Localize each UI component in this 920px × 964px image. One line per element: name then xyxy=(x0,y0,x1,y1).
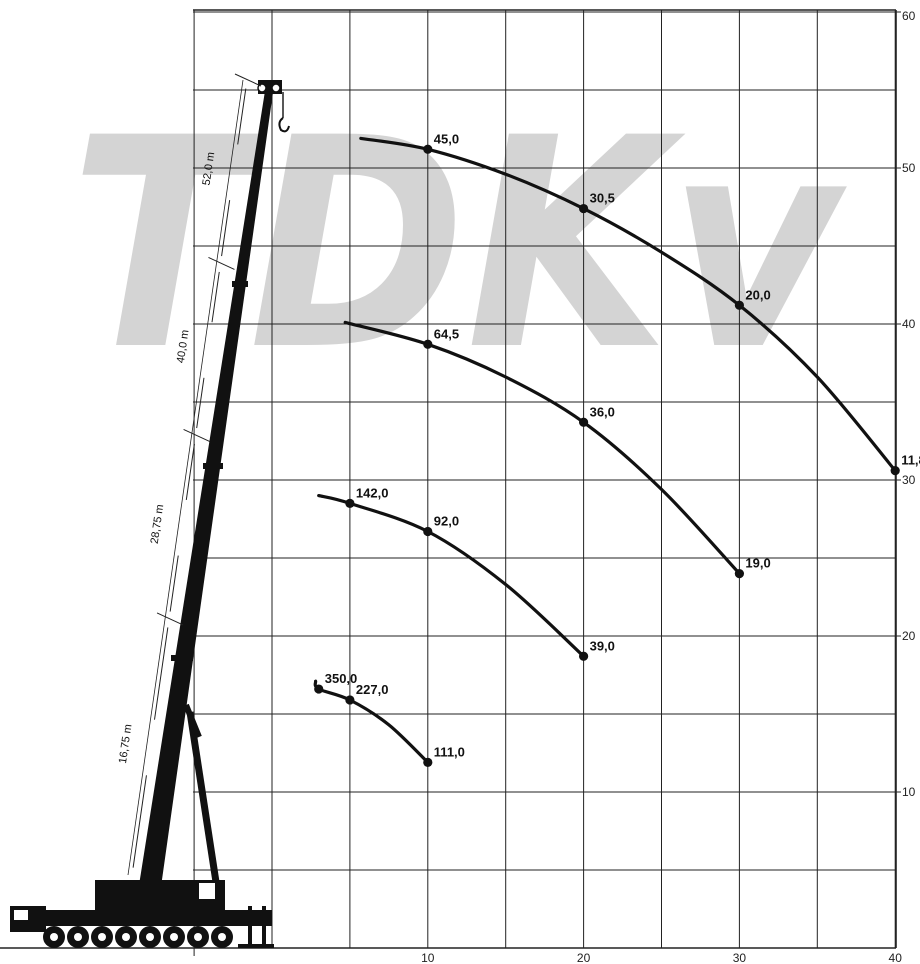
wheel-hub xyxy=(98,933,106,941)
crane-illustration xyxy=(10,80,290,948)
boom-sheave xyxy=(271,83,281,93)
capacity-label: 20,0 xyxy=(745,287,770,302)
capacity-label: 64,5 xyxy=(434,326,459,341)
capacity-label: 30,5 xyxy=(590,191,615,206)
dimension-line xyxy=(132,775,147,868)
capacity-point xyxy=(314,684,324,694)
wheel-hub xyxy=(194,933,202,941)
dimension-line xyxy=(237,88,247,145)
y-tick-label: 60 xyxy=(902,9,916,23)
dimension-line xyxy=(221,200,231,257)
luffing-cylinder xyxy=(186,711,222,896)
section-tick xyxy=(208,257,235,270)
capacity-label: 142,0 xyxy=(356,485,389,500)
cab-window xyxy=(14,910,28,920)
operator-cab xyxy=(197,881,217,901)
dimension-line xyxy=(154,627,169,720)
boom-section-label: 16,75 m xyxy=(117,723,135,764)
y-tick-label: 40 xyxy=(902,317,916,331)
section-tick xyxy=(234,73,262,87)
boom-dimension-labels: 16,75 m 28,75 m 40,0 m 52,0 m xyxy=(117,73,262,876)
outrigger-jack xyxy=(248,906,252,946)
capacity-label: 227,0 xyxy=(356,682,389,697)
capacity-point xyxy=(734,569,745,579)
wheel-hub xyxy=(122,933,130,941)
load-curve-series xyxy=(359,136,897,473)
capacity-point xyxy=(345,695,355,705)
wheel-hub xyxy=(50,933,58,941)
cylinder-head xyxy=(183,703,202,739)
capacity-label: 11,8 xyxy=(901,453,920,468)
capacity-point xyxy=(890,466,900,476)
capacity-point xyxy=(423,757,433,767)
capacity-label: 350,0 xyxy=(325,671,358,686)
dimension-line xyxy=(169,555,179,612)
section-tick xyxy=(183,429,210,442)
carrier-frame xyxy=(10,910,272,926)
capacity-point xyxy=(423,526,433,537)
load-curve-series xyxy=(343,320,741,576)
x-tick-label: 20 xyxy=(577,951,591,964)
outrigger-jack xyxy=(262,906,266,946)
x-tick-label: 30 xyxy=(733,951,747,964)
capacity-point xyxy=(345,498,355,508)
capacity-point xyxy=(423,144,433,154)
capacity-point xyxy=(579,651,589,661)
boom-section-label: 40,0 m xyxy=(175,329,192,364)
boom-section-collar xyxy=(171,655,193,661)
capacity-labels: 45,0 30,5 20,0 11,8 64,5 36,0 19,0 142,0 92,0 39,… xyxy=(314,131,920,767)
y-tick-label: 50 xyxy=(902,161,916,175)
capacity-label: 45,0 xyxy=(434,131,459,146)
capacity-point xyxy=(579,203,589,214)
wheel-hub xyxy=(170,933,178,941)
x-tick-label: 10 xyxy=(421,951,435,964)
x-tick-label: 40 xyxy=(889,951,903,964)
dimension-line xyxy=(196,377,205,429)
capacity-label: 111,0 xyxy=(434,744,465,759)
section-tick xyxy=(156,612,184,626)
dimension-line xyxy=(211,271,220,323)
wheel-hub xyxy=(218,933,226,941)
boom-section-label: 52,0 m xyxy=(201,151,218,186)
boom-reference-line xyxy=(127,79,244,876)
boom-section-label: 28,75 m xyxy=(149,504,167,545)
capacity-point xyxy=(423,339,433,349)
boom-section-collar xyxy=(232,281,248,287)
axes: 10 20 30 40 10 20 30 40 50 60 xyxy=(0,9,916,964)
capacity-point xyxy=(579,417,589,427)
capacity-label: 92,0 xyxy=(434,513,459,528)
wheel-hub xyxy=(74,933,82,941)
capacity-point xyxy=(734,300,745,310)
outrigger-pad xyxy=(238,944,274,948)
wheel-hub xyxy=(146,933,154,941)
hook-block xyxy=(278,117,290,133)
capacity-label: 36,0 xyxy=(590,404,615,419)
y-tick-label: 30 xyxy=(902,473,916,487)
boom-section-collar xyxy=(203,463,223,469)
capacity-label: 19,0 xyxy=(745,556,770,571)
dimension-line xyxy=(185,443,195,501)
y-tick-label: 10 xyxy=(902,785,916,799)
capacity-label: 39,0 xyxy=(590,638,615,653)
y-tick-label: 20 xyxy=(902,629,916,643)
